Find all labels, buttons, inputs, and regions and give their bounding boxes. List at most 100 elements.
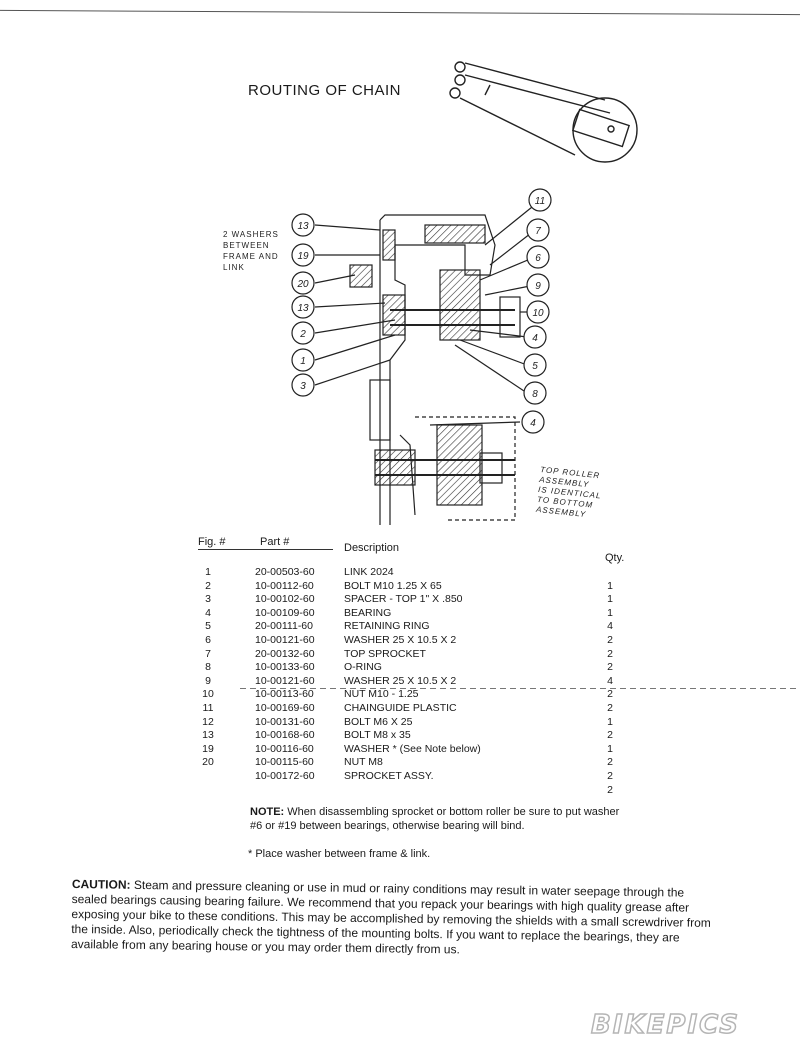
watermark-text: BIKEPICS <box>591 1010 740 1040</box>
left-note-line: LINK <box>223 263 245 272</box>
callout-label: 1 <box>300 356 306 367</box>
table-row: 11 10-00169-60 CHAINGUIDE PLASTIC 2 <box>0 702 800 716</box>
row-qty: 2 <box>607 756 613 769</box>
row-part-number: 20-00111-60 <box>255 620 313 633</box>
header-part: Part # <box>260 536 290 548</box>
callout-circle <box>528 188 552 212</box>
row-description: RETAINING RING <box>344 620 430 633</box>
row-description: BEARING <box>344 606 392 619</box>
row-part-number: 20-00503-60 <box>255 566 315 578</box>
table-row: 4 10-00109-60 BEARING 1 <box>0 607 800 621</box>
table-row: 5 20-00111-60 RETAINING RING 4 <box>0 620 800 634</box>
row-fig: 4 <box>205 606 211 619</box>
callout-label: 13 <box>297 221 309 232</box>
note-block: NOTE: When disassembling sprocket or bot… <box>250 805 630 833</box>
header-qty: Qty. <box>605 552 625 564</box>
row-fig: 6 <box>205 634 211 646</box>
row-fig: 12 <box>202 715 214 728</box>
row-description: NUT M8 <box>344 756 383 769</box>
row-part-number: 10-00121-60 <box>255 674 315 687</box>
note-text: When disassembling sprocket or bottom ro… <box>250 806 620 832</box>
callout-circle <box>291 348 315 372</box>
row-fig: 10 <box>202 688 214 701</box>
callout-label: 13 <box>297 303 309 314</box>
row-description: SPROCKET ASSY. <box>344 770 434 782</box>
row-qty: 2 <box>607 770 613 782</box>
header-fig: Fig. # <box>198 536 226 548</box>
row-fig: 13 <box>202 729 214 742</box>
row-fig: 5 <box>205 620 211 633</box>
callout-label: 5 <box>532 361 538 372</box>
callout-label: 2 <box>299 329 306 340</box>
row-part-number: 10-00131-60 <box>255 715 315 728</box>
callout-circle <box>526 300 550 324</box>
row-description: CHAINGUIDE PLASTIC <box>344 702 457 714</box>
table-row: 2 <box>0 784 800 798</box>
row-part-number: 10-00169-60 <box>255 702 315 714</box>
row-qty: 1 <box>607 606 613 619</box>
scan-edge-line <box>0 9 800 16</box>
caution-label: CAUTION: <box>71 877 131 892</box>
row-qty: 4 <box>607 620 613 633</box>
note-label: NOTE: <box>250 806 285 818</box>
row-qty: 2 <box>607 688 613 701</box>
row-qty: 2 <box>607 783 613 796</box>
callout-label: 6 <box>535 253 541 264</box>
callout-circle <box>523 325 547 349</box>
callout-circle <box>291 243 315 267</box>
callout-label: 3 <box>300 381 306 392</box>
row-fig: 20 <box>202 756 214 769</box>
callout-circle <box>291 295 315 319</box>
row-fig: 8 <box>205 661 211 674</box>
callout-circle <box>291 271 315 295</box>
row-part-number: 10-00113-60 <box>255 688 314 701</box>
row-description: NUT M10 - 1.25 <box>344 688 419 701</box>
row-part-number: 10-00109-60 <box>255 606 315 619</box>
callout-circle <box>291 321 315 345</box>
row-qty: 4 <box>607 674 613 687</box>
row-description: SPACER - TOP 1" X .850 <box>344 593 463 606</box>
callout-label: 9 <box>535 281 541 292</box>
row-description: WASHER 25 X 10.5 X 2 <box>344 674 457 687</box>
left-note-line: FRAME AND <box>223 252 279 261</box>
callout-label: 10 <box>532 308 544 319</box>
callout-label: 4 <box>532 333 538 344</box>
row-part-number: 10-00121-60 <box>255 634 315 646</box>
row-qty: 1 <box>607 742 613 755</box>
chain-routing-diagram <box>449 61 638 163</box>
row-qty: 2 <box>607 702 613 714</box>
row-fig: 2 <box>205 579 211 592</box>
callout-label: 19 <box>297 251 309 262</box>
row-fig: 9 <box>205 674 211 687</box>
callout-label: 4 <box>530 418 536 429</box>
callout-circle <box>291 213 315 237</box>
page-title: ROUTING OF CHAIN <box>248 82 401 99</box>
row-part-number: 10-00116-60 <box>255 742 314 755</box>
row-description: TOP SPROCKET <box>344 647 426 660</box>
row-description: O-RING <box>344 661 382 674</box>
row-fig: 11 <box>202 702 214 714</box>
callout-label: 11 <box>535 196 545 207</box>
row-part-number: 10-00112-60 <box>255 579 314 592</box>
left-note-line: 2 WASHERS <box>223 230 279 239</box>
row-qty: 2 <box>607 634 613 646</box>
row-fig: 7 <box>205 647 211 660</box>
row-qty: 1 <box>607 579 613 592</box>
row-part-number: 10-00168-60 <box>255 729 315 742</box>
bikepics-watermark: BIKEPICS <box>590 1009 740 1041</box>
row-description: WASHER * (See Note below) <box>344 742 481 755</box>
callout-label: 7 <box>535 226 541 237</box>
row-part-number: 10-00133-60 <box>255 661 315 674</box>
header-underline <box>198 549 333 550</box>
row-description: BOLT M6 X 25 <box>344 715 413 728</box>
caution-block: CAUTION: Steam and pressure cleaning or … <box>71 877 722 961</box>
